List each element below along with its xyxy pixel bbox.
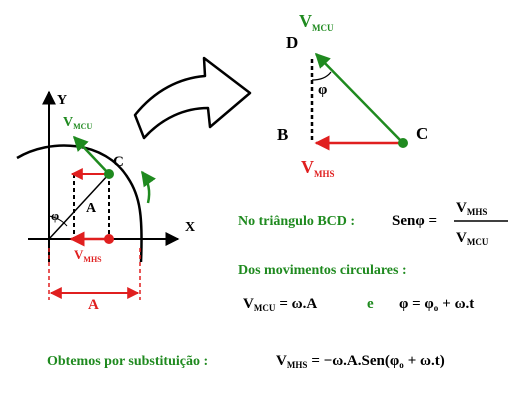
eq-phi: φ = φo+ ω.t [399, 296, 474, 313]
triangle-caption: No triângulo BCD : [238, 214, 355, 229]
vmhs-label-right: VMHS [301, 157, 335, 179]
vmcu-arrow-right [314, 52, 404, 144]
angle-arc-right [311, 71, 332, 81]
point-b-label: B [277, 125, 288, 144]
substitution-caption: Obtemos por substituição : [47, 354, 208, 369]
curved-transition-arrow [133, 56, 252, 140]
point-c-label-right: C [416, 124, 428, 143]
equations: No triângulo BCD : Senφ = VMHS VMCU Dos … [47, 200, 508, 370]
eq-and: e [367, 296, 374, 312]
ratio-numerator: VMHS [456, 200, 487, 217]
vmcu-arrow-left [72, 135, 110, 175]
vmcu-label-right: VMCU [299, 11, 334, 33]
circle-construction: Y X φ A C VMCU VMHS A [16, 90, 195, 313]
ratio-denominator: VMCU [456, 230, 489, 247]
y-axis-label: Y [57, 93, 67, 108]
rotation-arc [140, 170, 156, 204]
point-d-label: D [286, 33, 298, 52]
angle-arc-left [48, 215, 68, 227]
point-c-label-left: C [113, 154, 124, 170]
a-dimension-label: A [88, 297, 99, 313]
eq-vmhs: VMHS= −ω.A.Sen(φo+ ω.t) [276, 353, 445, 370]
angle-label-left: φ [51, 208, 59, 223]
x-axis-label: X [185, 220, 195, 235]
triangle-bcd: φ D B C VMCU VMHS [277, 11, 428, 179]
vmhs-label-left: VMHS [74, 247, 102, 264]
circle-arc [16, 144, 143, 263]
eq-vmcu: VMCU= ω.A [243, 296, 317, 313]
angle-label-right: φ [318, 82, 327, 98]
projection-dot [104, 234, 114, 244]
radius-line [48, 173, 110, 240]
vmcu-label-left: VMCU [63, 115, 92, 131]
radius-label-a: A [86, 201, 97, 216]
sen-phi-label: Senφ = [392, 213, 437, 229]
circular-caption: Dos movimentos circulares : [238, 263, 407, 278]
point-c-dot [104, 169, 114, 179]
point-c-dot-right [398, 138, 408, 148]
